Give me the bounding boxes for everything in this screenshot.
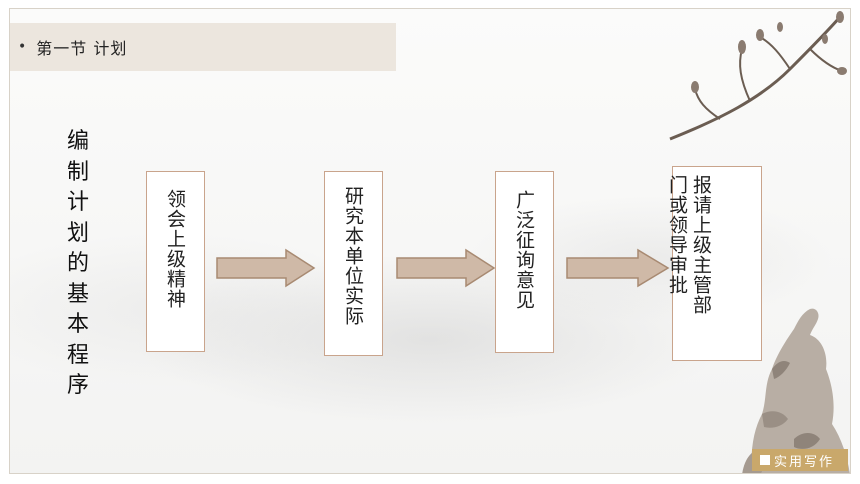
step-label-3: 广泛征询意见 [513, 190, 535, 310]
step-label-4: 报请上级主管部门或领导审批 [666, 175, 712, 315]
step-label-1: 领会上级精神 [164, 189, 186, 309]
arrow-right-icon [566, 248, 670, 288]
step-box-1: 领会上级精神 [146, 171, 205, 352]
step-box-4: 报请上级主管部门或领导审批 [666, 166, 762, 361]
badge-label: 实用写作 [774, 454, 835, 470]
bullet: • [18, 39, 27, 55]
arrow-right-icon [396, 248, 496, 288]
footer-badge: 实用写作 [752, 449, 848, 471]
section-title: 第一节 计划 [36, 39, 128, 58]
slide: • 第一节 计划 编制计划的基本程序 领会上级精神 研究本单位实际 广泛征询意见… [9, 8, 851, 474]
step-label-2: 研究本单位实际 [342, 186, 364, 326]
section-header: • 第一节 计划 [10, 23, 396, 71]
vertical-title: 编制计划的基本程序 [66, 129, 89, 398]
step-box-2: 研究本单位实际 [324, 171, 383, 356]
arrow-right-icon [216, 248, 316, 288]
step-box-3: 广泛征询意见 [495, 171, 554, 353]
square-icon [760, 455, 770, 465]
plum-branch-icon [669, 11, 847, 141]
